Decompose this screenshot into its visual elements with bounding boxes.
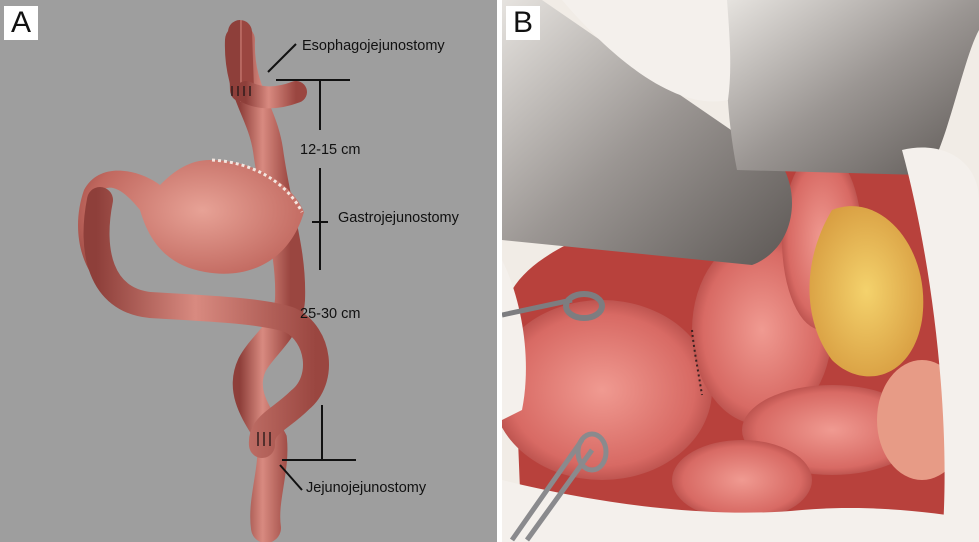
illustration-panel: A Esophagojejunostomy 12-15 cm Gastrojej… [0,0,497,542]
panel-letter-a: A [4,6,38,40]
panel-letter-b: B [506,6,540,40]
esophagus [240,32,242,90]
distance-upper-label: 12-15 cm [300,142,360,158]
distance-lower-label: 25-30 cm [300,306,360,322]
gastrojejunostomy-label: Gastrojejunostomy [338,210,459,226]
esophagojejunostomy-label: Esophagojejunostomy [302,38,445,54]
reconstruction-diagram [0,0,497,542]
jejunojejunostomy-label: Jejunojejunostomy [306,480,426,496]
photo-panel: B [502,0,979,542]
jejunal-blind-end [246,92,296,97]
jejunal-loop-bottom [672,440,812,520]
surgical-photo [502,0,979,542]
